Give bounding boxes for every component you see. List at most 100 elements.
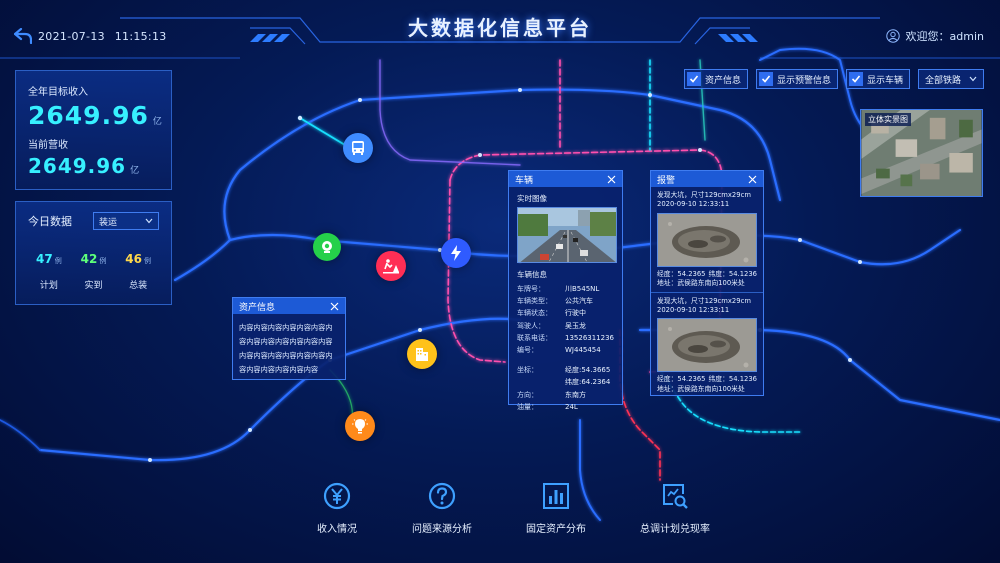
alarm-desc: 发现大坑，尺寸129cmx29cm [657, 191, 751, 199]
info-key [517, 376, 565, 388]
info-key: 油量： [517, 402, 538, 411]
current-revenue-label: 当前营收 [28, 140, 68, 151]
building-marker[interactable] [407, 339, 437, 369]
alarm-lat: 纬度：54.1236 [708, 375, 758, 384]
close-icon[interactable] [607, 175, 616, 184]
info-value: WJ445454 [565, 346, 601, 355]
toggle-asset-info[interactable]: 资产信息 [683, 69, 748, 89]
metro-line-cyan-1 [649, 59, 801, 433]
info-key: 坐标： [517, 366, 538, 375]
asset-popup-title: 资产信息 [239, 302, 276, 313]
alarm-datetime: 2020-09-10 12:33:11 [657, 306, 730, 315]
back-arrow-icon[interactable] [14, 28, 32, 44]
current-revenue-unit: 亿 [130, 166, 140, 176]
nav-label: 收入情况 [317, 524, 357, 535]
vehicle-info-row: 坐标：经度:54.3665 [517, 364, 614, 376]
nav-issue-source[interactable]: 问题来源分析 [387, 480, 497, 535]
alarm-popup-header: 报警 [651, 171, 763, 187]
info-key: 车牌号： [517, 285, 545, 293]
close-icon[interactable] [748, 175, 757, 184]
close-icon[interactable] [330, 302, 339, 311]
streetlight-marker[interactable] [345, 411, 375, 441]
stat-label: 实到 [84, 281, 103, 291]
aerial-city-image [861, 110, 982, 196]
user-greeting: 欢迎您：admin [905, 30, 984, 43]
checkbox-checked-icon [848, 72, 863, 86]
nav-label: 固定资产分布 [526, 524, 586, 535]
nav-fixed-assets[interactable]: 固定资产分布 [501, 480, 611, 535]
vehicle-info-row: 联系电话： 13526311236 [517, 332, 614, 344]
info-value: 行驶中 [565, 309, 586, 318]
nav-revenue[interactable]: 收入情况 [282, 480, 392, 535]
stat-label: 总装 [129, 281, 148, 291]
vehicle-info-row: 驾驶人：吴玉龙 [517, 320, 614, 332]
user-icon [885, 29, 900, 43]
toggle-label: 资产信息 [704, 75, 741, 86]
alarm-desc: 发现大坑，尺寸129cmx29cm [657, 296, 751, 305]
power-marker[interactable] [441, 238, 471, 268]
vehicle-info-row: 方向：东南方 [517, 389, 614, 401]
bottom-nav: 收入情况 问题来源分析 固定资产分布 [0, 480, 1000, 550]
info-value: 吴玉龙 [565, 321, 586, 330]
metro-line-purple [379, 59, 521, 166]
railway-select[interactable]: 全部铁路 [918, 69, 984, 89]
roadwork-icon [383, 259, 399, 274]
nav-plan-fulfillment[interactable]: 总调计划兑现率 [620, 480, 730, 535]
lightbulb-icon [352, 419, 368, 434]
realview-thumbnail[interactable]: 立体实景图 [860, 109, 983, 197]
vehicle-info-row: 编号： WJ445454 [517, 344, 614, 356]
toggle-vehicles[interactable]: 显示车辆 [845, 69, 910, 89]
realview-label: 立体实景图 [865, 113, 911, 126]
info-value: 川B545NL [565, 285, 600, 293]
info-value: 13526311236 [565, 333, 614, 342]
checkbox-checked-icon [758, 72, 773, 86]
target-revenue-label: 全年目标收入 [28, 87, 88, 98]
alarm-address: 地址：武侯路东南向100米处 [657, 384, 745, 393]
metro-line-blue-2 [38, 317, 522, 462]
alarm-lng: 经度：54.2365 [657, 269, 706, 278]
pothole-image [657, 318, 757, 373]
alarm-popup-title: 报警 [657, 175, 676, 186]
pothole-image [657, 212, 757, 267]
camera-marker[interactable] [313, 233, 341, 261]
today-type-select[interactable]: 装运 [93, 212, 159, 230]
building-icon [416, 348, 428, 361]
alarm-lng: 经度：54.2365 [657, 375, 706, 384]
vehicle-info-row: 纬度:64.2364 [517, 376, 614, 388]
info-key: 车辆类型： [517, 297, 552, 306]
roadwork-marker[interactable] [376, 251, 406, 281]
checkbox-checked-icon [686, 72, 701, 86]
stat-unit: 例 [54, 257, 62, 265]
toggle-warning-info[interactable]: 显示预警信息 [755, 69, 838, 89]
bus-marker[interactable] [343, 133, 373, 163]
toggle-label: 显示预警信息 [776, 75, 831, 86]
asset-popup-header: 资产信息 [233, 298, 345, 314]
header: 2021-07-13 11:15:13 大数据化信息平台 欢迎您：admin [0, 0, 1000, 60]
info-value: 24L [565, 402, 578, 411]
vehicle-info-label: 车辆信息 [517, 270, 547, 279]
time-text: 11:15:13 [114, 30, 167, 43]
metro-line-pink-2 [447, 179, 506, 363]
user-info[interactable]: 欢迎您：admin [885, 28, 984, 44]
today-select-value: 装运 [99, 217, 118, 228]
info-key: 编号： [517, 346, 538, 355]
info-key: 联系电话： [517, 333, 552, 342]
question-circle-icon [428, 482, 456, 510]
header-chevrons-left [250, 34, 290, 42]
stat-unit: 例 [99, 257, 107, 265]
vehicle-popup: 车辆 实时图像 [508, 170, 623, 411]
vehicle-popup-title: 车辆 [515, 175, 534, 186]
metro-line-blue-6 [0, 419, 41, 451]
stat-label: 计划 [39, 281, 58, 291]
lightning-icon [451, 245, 461, 261]
